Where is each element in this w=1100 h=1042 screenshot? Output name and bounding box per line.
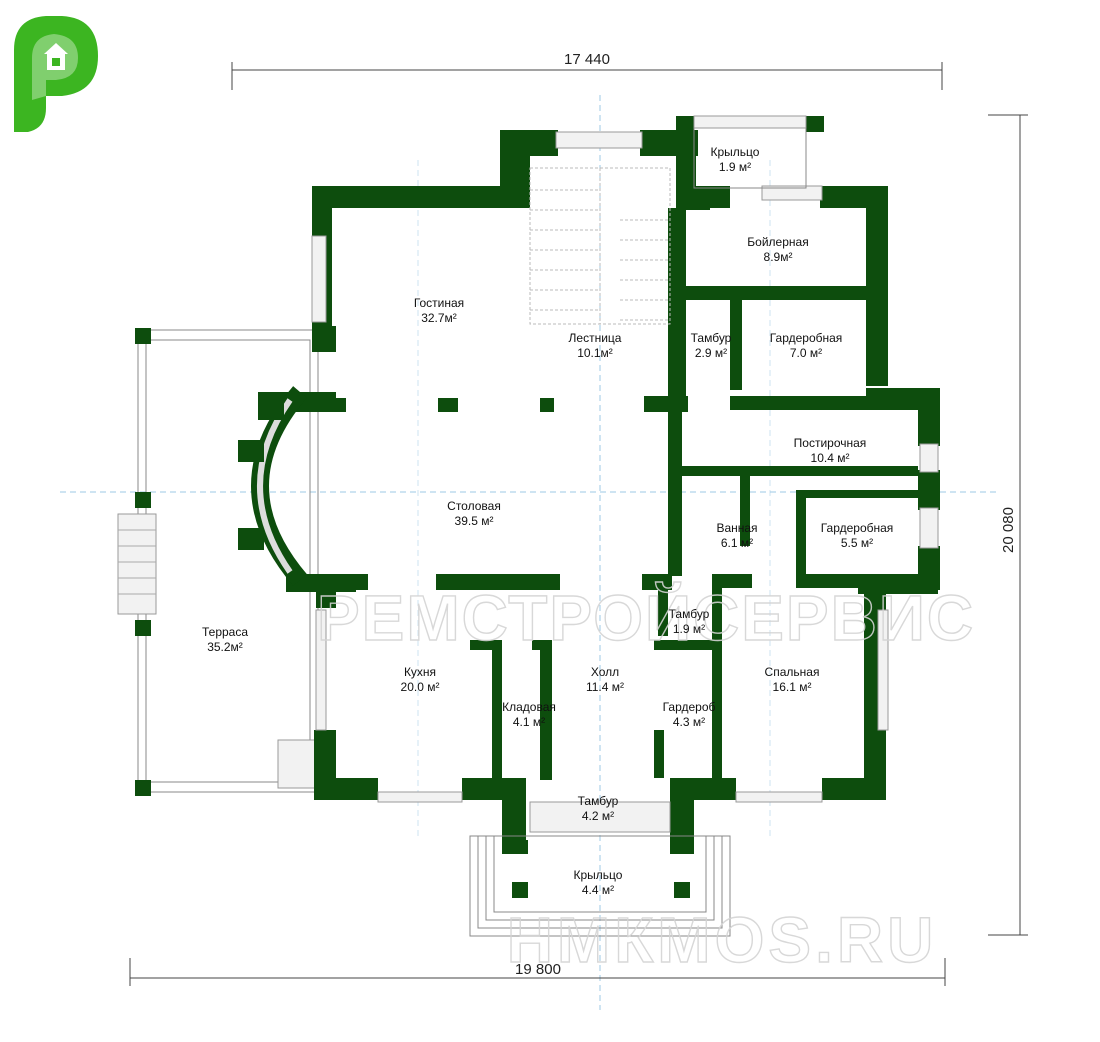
room-name: Крыльцо xyxy=(711,145,760,159)
room-name: Кухня xyxy=(404,665,436,679)
bay-window xyxy=(238,386,307,586)
room-area: 1.9 м² xyxy=(673,622,705,636)
dimension-bottom-label: 19 800 xyxy=(515,961,561,978)
watermark-site: НМКМОS.RU xyxy=(507,904,938,976)
room-living: Гостиная 32.7м² xyxy=(414,296,464,325)
room-name: Лестница xyxy=(569,331,622,345)
interior-walls xyxy=(332,196,918,780)
room-name: Тамбур xyxy=(691,331,732,345)
room-area: 4.3 м² xyxy=(673,715,705,729)
room-name: Крыльцо xyxy=(574,868,623,882)
room-area: 1.9 м² xyxy=(719,160,751,174)
dimension-right-label: 20 080 xyxy=(1000,507,1017,553)
room-name: Терраса xyxy=(202,625,248,639)
room-wardrobe-3: Гардероб 4.3 м² xyxy=(663,700,716,729)
room-area: 16.1 м² xyxy=(773,680,812,694)
room-area: 4.4 м² xyxy=(582,883,614,897)
room-laundry: Постирочная 10.4 м² xyxy=(794,436,867,465)
room-stairs: Лестница 10.1м² xyxy=(569,331,622,360)
room-porch-bottom: Крыльцо 4.4 м² xyxy=(574,868,623,897)
room-wardrobe-2: Гардеробная 5.5 м² xyxy=(821,521,894,550)
room-name: Спальная xyxy=(765,665,820,679)
staircase xyxy=(529,167,671,833)
room-vestibule-1: Тамбур 2.9 м² xyxy=(691,331,732,360)
room-area: 32.7м² xyxy=(421,311,457,325)
room-name: Ванная xyxy=(716,521,757,535)
room-name: Гардероб xyxy=(663,700,716,714)
room-area: 4.1 м² xyxy=(513,715,545,729)
room-name: Кладовая xyxy=(502,700,556,714)
room-area: 7.0 м² xyxy=(790,346,822,360)
room-name: Гардеробная xyxy=(770,331,843,345)
room-hall: Холл 11.4 м² xyxy=(586,665,624,694)
room-area: 10.1м² xyxy=(577,346,613,360)
room-name: Тамбур xyxy=(578,794,619,808)
room-boiler: Бойлерная 8.9м² xyxy=(747,235,808,264)
room-name: Тамбур xyxy=(669,607,710,621)
room-name: Столовая xyxy=(447,499,501,513)
room-area: 2.9 м² xyxy=(695,346,727,360)
room-area: 10.4 м² xyxy=(811,451,850,465)
room-vestibule-3: Тамбур 4.2 м² xyxy=(578,794,619,823)
room-vestibule-2: Тамбур 1.9 м² xyxy=(669,607,710,636)
dimension-bottom: 19 800 xyxy=(129,958,946,986)
dimension-top-label: 17 440 xyxy=(564,51,610,68)
room-porch-top: Крыльцо 1.9 м² xyxy=(711,145,760,174)
terrace-outline xyxy=(117,328,319,796)
room-name: Постирочная xyxy=(794,436,867,450)
exterior-walls xyxy=(262,116,940,854)
room-area: 4.2 м² xyxy=(582,809,614,823)
front-porch-steps xyxy=(469,835,731,937)
room-area: 8.9м² xyxy=(764,250,793,264)
room-name: Гардеробная xyxy=(821,521,894,535)
house-icon xyxy=(44,43,68,70)
room-terrace: Терраса 35.2м² xyxy=(202,625,248,654)
dimension-right: 20 080 xyxy=(988,114,1028,936)
room-area: 6.1 м² xyxy=(721,536,753,550)
room-name: Бойлерная xyxy=(747,235,808,249)
room-kitchen: Кухня 20.0 м² xyxy=(401,665,440,694)
room-bathroom: Ванная 6.1 м² xyxy=(716,521,757,550)
room-area: 5.5 м² xyxy=(841,536,873,550)
top-porch xyxy=(693,115,807,189)
watermark-company: РЕМСТРОЙСЕРВИС xyxy=(317,581,975,654)
room-area: 39.5 м² xyxy=(455,514,494,528)
room-area: 11.4 м² xyxy=(586,680,624,694)
room-area: 35.2м² xyxy=(207,640,243,654)
room-bedroom: Спальная 16.1 м² xyxy=(765,665,820,694)
company-logo xyxy=(14,16,98,132)
room-dining: Столовая 39.5 м² xyxy=(447,499,501,528)
room-pantry: Кладовая 4.1 м² xyxy=(502,700,556,729)
room-name: Гостиная xyxy=(414,296,464,310)
windows xyxy=(311,131,939,803)
dimension-top: 17 440 xyxy=(231,51,943,90)
room-wardrobe-1: Гардеробная 7.0 м² xyxy=(770,331,843,360)
room-area: 20.0 м² xyxy=(401,680,440,694)
room-name: Холл xyxy=(591,665,619,679)
